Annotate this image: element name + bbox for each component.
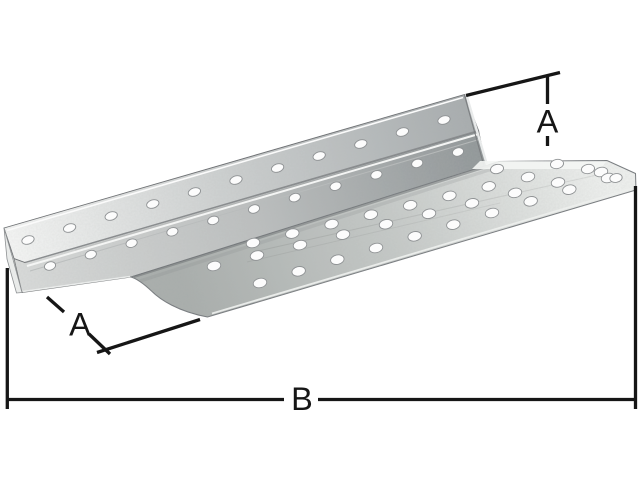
nail-hole — [285, 228, 300, 239]
nail-hole — [312, 151, 326, 161]
bend-shadow-line — [24, 130, 478, 264]
nail-hole — [207, 215, 220, 226]
nail-hole — [370, 170, 383, 180]
top-edge-highlight — [6, 96, 464, 232]
nail-hole — [187, 187, 201, 197]
nail-hole — [407, 231, 422, 242]
nail-hole — [63, 223, 77, 233]
nail-hole — [490, 163, 504, 175]
nail-hole — [324, 218, 339, 230]
nail-hole — [335, 229, 351, 240]
nail-hole — [146, 199, 160, 209]
plate-far-edge-highlight — [472, 161, 606, 169]
label-b-length: B — [291, 381, 313, 417]
nail-hole — [329, 181, 342, 191]
nail-hole — [520, 171, 536, 183]
nail-hole — [411, 158, 424, 169]
nail-hole — [252, 277, 268, 289]
nail-hole — [229, 175, 243, 185]
nail-hole — [451, 147, 465, 157]
ext-line-top-diagonal — [465, 70, 561, 98]
bend-highlight-line — [26, 133, 478, 267]
nail-hole — [609, 173, 623, 183]
nail-hole — [507, 187, 523, 199]
nail-hole — [104, 211, 118, 221]
nail-hole — [292, 239, 308, 251]
plate-roll-mark-2 — [246, 202, 501, 263]
nail-hole — [166, 227, 179, 237]
nail-hole — [550, 177, 566, 188]
bracket — [3, 93, 637, 318]
dimension-labels: A A B — [69, 104, 559, 418]
nail-hole — [354, 139, 368, 149]
nail-hole — [581, 163, 595, 175]
nail-hole — [523, 196, 538, 207]
nail-hole — [481, 181, 496, 192]
nail-hole — [206, 260, 222, 272]
nail-hole — [378, 218, 394, 230]
nail-hole — [84, 249, 97, 260]
web-plate-soft-shadow — [139, 167, 493, 283]
label-a-width: A — [69, 307, 91, 343]
nail-hole — [437, 115, 451, 125]
nail-hole — [21, 235, 35, 245]
nail-hole — [446, 219, 461, 230]
nail-hole — [245, 237, 261, 249]
right-end-cut-dark — [463, 95, 485, 167]
nail-hole — [368, 242, 384, 254]
nail-hole — [125, 238, 138, 248]
nail-hole — [464, 198, 480, 209]
nail-hole — [249, 250, 265, 261]
holes-layer — [21, 115, 623, 289]
label-a-height: A — [537, 104, 559, 140]
web-bottom-left-highlight — [22, 275, 131, 293]
dim-a-width-upper-segment — [45, 295, 66, 314]
nail-hole — [395, 127, 409, 137]
nail-hole — [562, 184, 577, 195]
ext-line-bottom-diagonal — [96, 317, 201, 355]
nail-hole — [271, 163, 285, 173]
nail-hole — [442, 190, 457, 202]
nail-hole — [288, 192, 301, 203]
nail-hole — [330, 254, 345, 265]
flange-roll-mark — [74, 146, 431, 251]
dimension-lines — [5, 70, 638, 409]
nail-hole — [484, 207, 500, 219]
nail-hole — [402, 200, 418, 211]
right-end-cut-bright — [465, 96, 489, 166]
nail-hole — [291, 266, 306, 277]
bracket-bottom-plate — [129, 159, 637, 318]
nail-hole — [421, 208, 437, 220]
nail-hole — [363, 209, 379, 220]
nail-hole — [247, 204, 261, 214]
plate-front-edge-highlight — [211, 187, 633, 315]
nail-hole — [550, 158, 564, 170]
web-plate-shadow — [133, 162, 497, 279]
bracket-left-end-face — [3, 227, 23, 294]
nail-hole — [43, 261, 57, 271]
